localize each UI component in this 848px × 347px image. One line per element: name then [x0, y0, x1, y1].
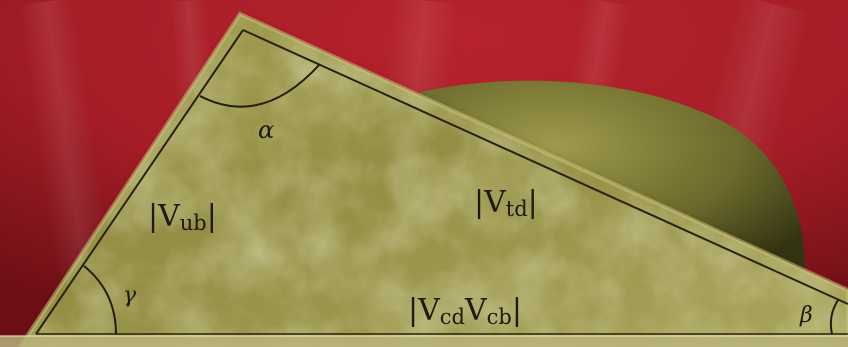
gamma-arc: [83, 265, 117, 335]
side-label-vtd: |Vtd|: [474, 185, 538, 221]
alpha-label: α: [258, 116, 274, 144]
side-label-vcd-vcb: |VcdVcb|: [408, 293, 522, 329]
beta-label: β: [799, 303, 813, 328]
alpha-arc: [199, 63, 321, 108]
gamma-label: γ: [123, 283, 137, 308]
beta-arc: [829, 299, 839, 335]
triangle-border: [242, 29, 848, 305]
side-label-vub: |Vub|: [148, 199, 217, 235]
